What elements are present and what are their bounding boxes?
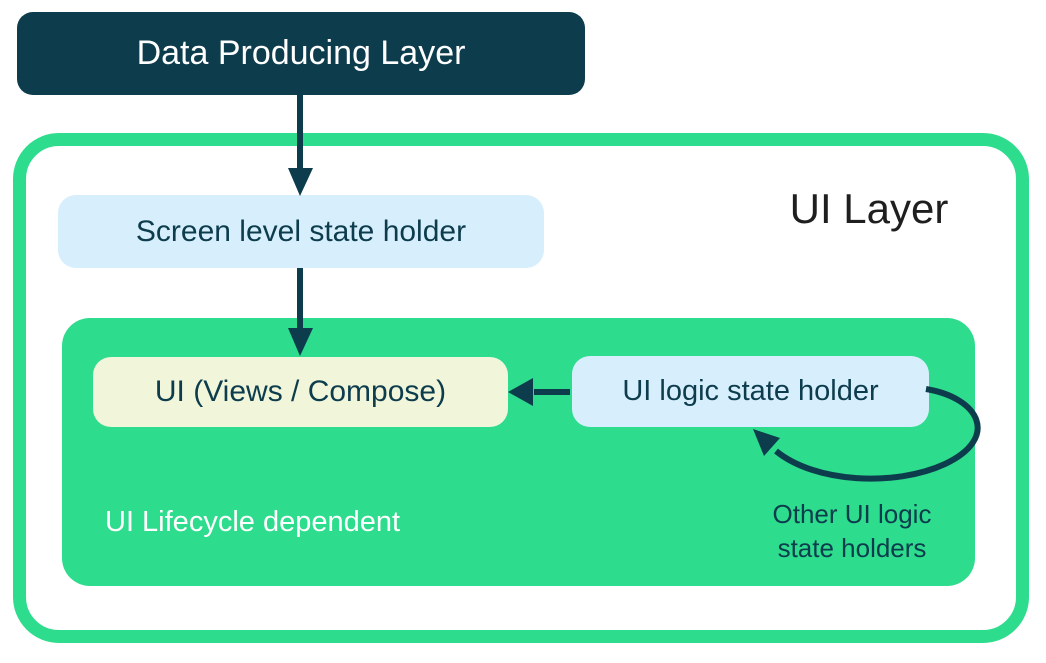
ui-logic-state-holder-box: UI logic state holder <box>572 356 929 427</box>
loop-arrow-label-line2: state holders <box>777 533 927 563</box>
ui-logic-state-holder-label: UI logic state holder <box>622 375 879 407</box>
loop-arrow-label: Other UI logic state holders <box>740 497 964 565</box>
ui-views-compose-label: UI (Views / Compose) <box>154 375 447 408</box>
data-producing-layer-label: Data Producing Layer <box>136 34 466 72</box>
data-producing-layer-box: Data Producing Layer <box>17 12 585 95</box>
lifecycle-caption: UI Lifecycle dependent <box>105 506 401 538</box>
screen-state-holder-box: Screen level state holder <box>58 195 544 268</box>
ui-views-compose-box: UI (Views / Compose) <box>93 357 508 427</box>
screen-state-holder-label: Screen level state holder <box>135 214 467 248</box>
loop-arrow-label-line1: Other UI logic <box>772 499 932 529</box>
ui-layer-title: UI Layer <box>789 185 949 232</box>
